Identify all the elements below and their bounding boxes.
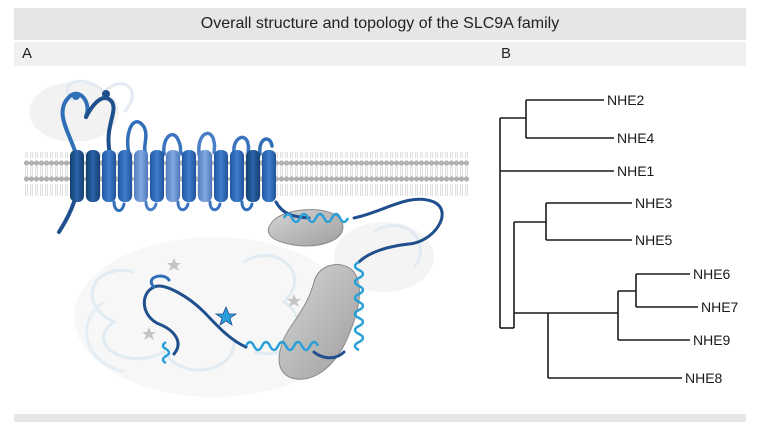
transmembrane-helices [70, 150, 276, 202]
leaf-nhe6: NHE6 [693, 266, 731, 282]
leaf-nhe5: NHE5 [635, 232, 673, 248]
leaf-nhe1: NHE1 [617, 163, 655, 179]
tree-leaf-labels: NHE2 NHE4 NHE1 NHE3 NHE5 NHE6 NHE7 NHE9 … [607, 92, 739, 386]
cytoplasmic-helix-2 [353, 260, 365, 352]
panel-label-bar: A B [14, 42, 746, 66]
phosphorylation-star-markers [142, 258, 301, 340]
leaf-nhe8: NHE8 [685, 370, 723, 386]
phylogenetic-tree: NHE2 NHE4 NHE1 NHE3 NHE5 NHE6 NHE7 NHE9 … [499, 92, 739, 386]
leaf-nhe3: NHE3 [635, 195, 673, 211]
cytoplasmic-helix-3 [244, 340, 320, 352]
panel-a-label: A [22, 45, 33, 62]
leaf-nhe7: NHE7 [701, 299, 739, 315]
intracellular-loops [57, 200, 254, 234]
extracellular-loops [60, 90, 274, 156]
figure-title: Overall structure and topology of the SL… [200, 15, 560, 32]
leaf-nhe2: NHE2 [607, 92, 645, 108]
cytoplasmic-helix-1 [282, 212, 350, 224]
figure-title-bar: Overall structure and topology of the SL… [14, 8, 746, 40]
cytoplasmic-helix-4 [161, 340, 171, 365]
tree-branches [499, 99, 698, 379]
disordered-region-cloud [29, 79, 434, 397]
topology-illustration [24, 79, 469, 397]
figure-footer-bar [14, 414, 746, 422]
leaf-nhe4: NHE4 [617, 130, 655, 146]
panel-b-label: B [501, 45, 512, 62]
leaf-nhe9: NHE9 [693, 332, 731, 348]
